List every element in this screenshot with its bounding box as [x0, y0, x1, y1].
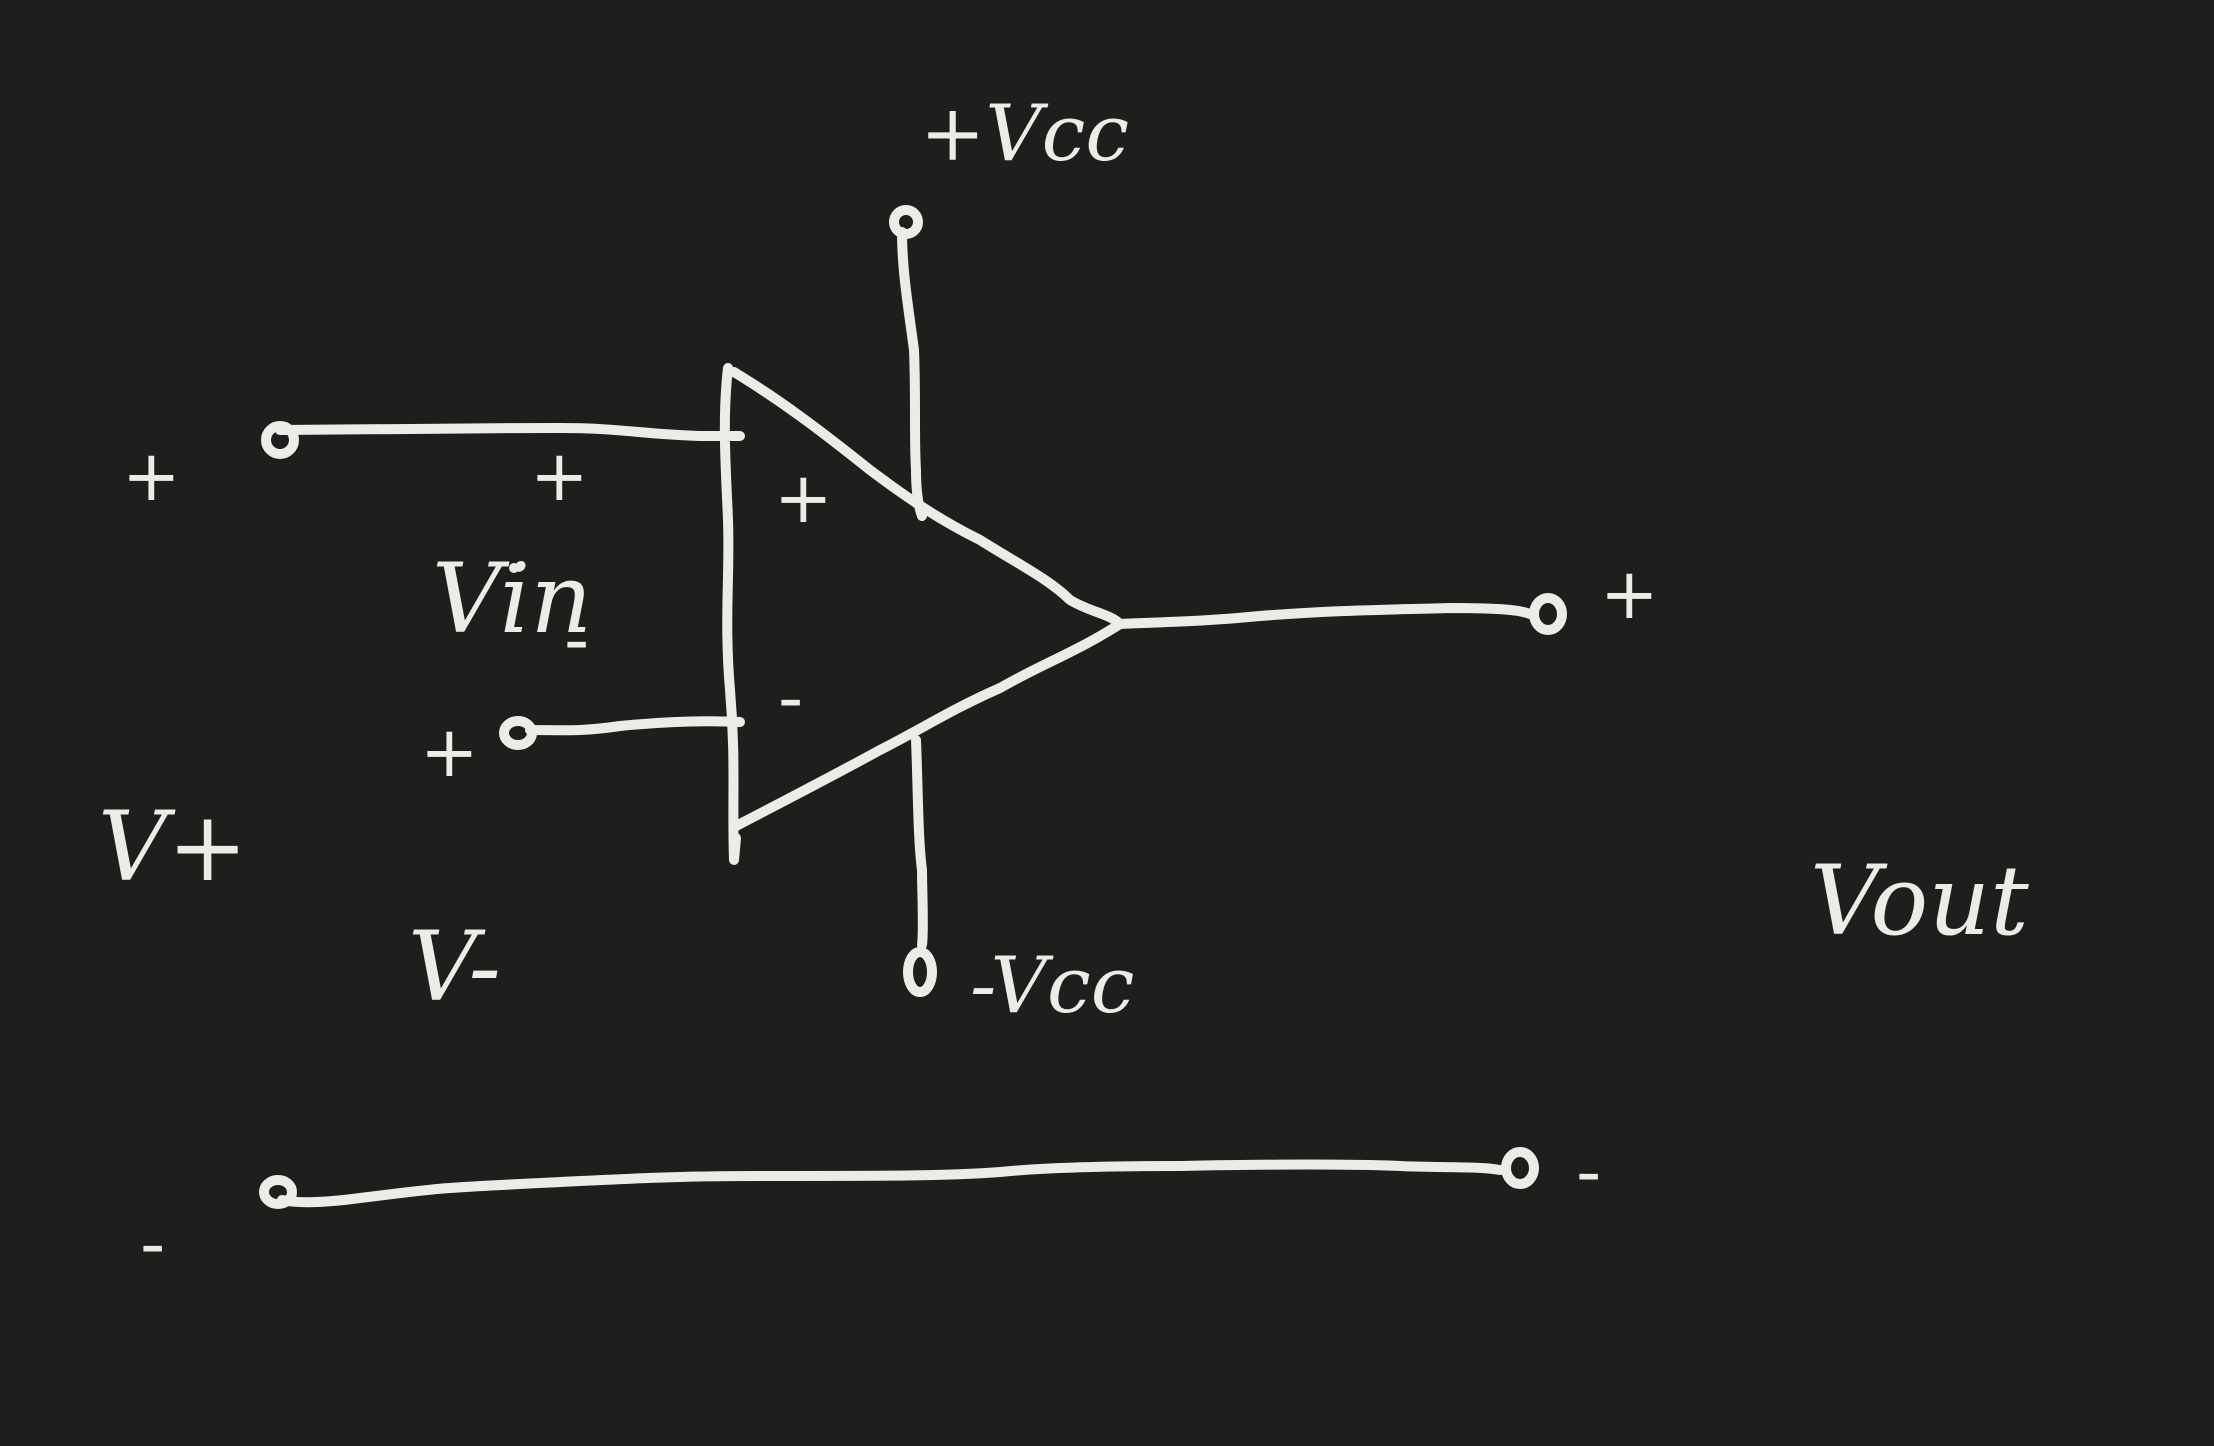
- vin-plus-sign: +: [530, 435, 589, 517]
- opamp-plus-sign: +: [774, 457, 833, 539]
- vcc-pos-label: +Vcc: [920, 89, 1129, 179]
- vcc-neg-label: -Vcc: [970, 941, 1134, 1031]
- input-plus-wire: [275, 423, 745, 441]
- left-top-plus-sign: +: [122, 435, 181, 517]
- vin-minus-sign: -: [564, 599, 589, 681]
- input-minus-wire: [525, 716, 745, 736]
- ground-left-terminal: [259, 1175, 297, 1209]
- output-plus-terminal: [1529, 593, 1567, 635]
- output-wire: [1115, 603, 1535, 629]
- input-plus-terminal: [261, 421, 299, 459]
- vout-label: Vout: [1810, 845, 2029, 957]
- vcc-pos-wire: [897, 227, 927, 521]
- vcc-neg-wire: [911, 735, 928, 950]
- v-minus-label: V-: [408, 911, 501, 1023]
- output-minus-terminal: [1501, 1147, 1539, 1189]
- vin-label: Vin: [432, 543, 592, 655]
- vcc-neg-terminal: [903, 947, 937, 997]
- opamp-triangle: [719, 363, 1125, 865]
- output-plus-sign: +: [1600, 553, 1659, 635]
- v-plus-label: V+: [98, 791, 248, 903]
- left-mid-plus-sign: +: [420, 711, 479, 793]
- opamp-minus-sign: -: [778, 657, 803, 739]
- vcc-pos-terminal: [889, 205, 923, 239]
- vin-dot: [509, 563, 519, 573]
- input-minus-terminal: [499, 716, 537, 750]
- left-bottom-minus-sign: -: [140, 1203, 165, 1285]
- ink-group: +Vcc -Vcc Vin V+ V- Vout + - + - + + - +…: [98, 89, 2029, 1285]
- ground-wire: [277, 1159, 1505, 1208]
- output-minus-sign: -: [1576, 1131, 1601, 1213]
